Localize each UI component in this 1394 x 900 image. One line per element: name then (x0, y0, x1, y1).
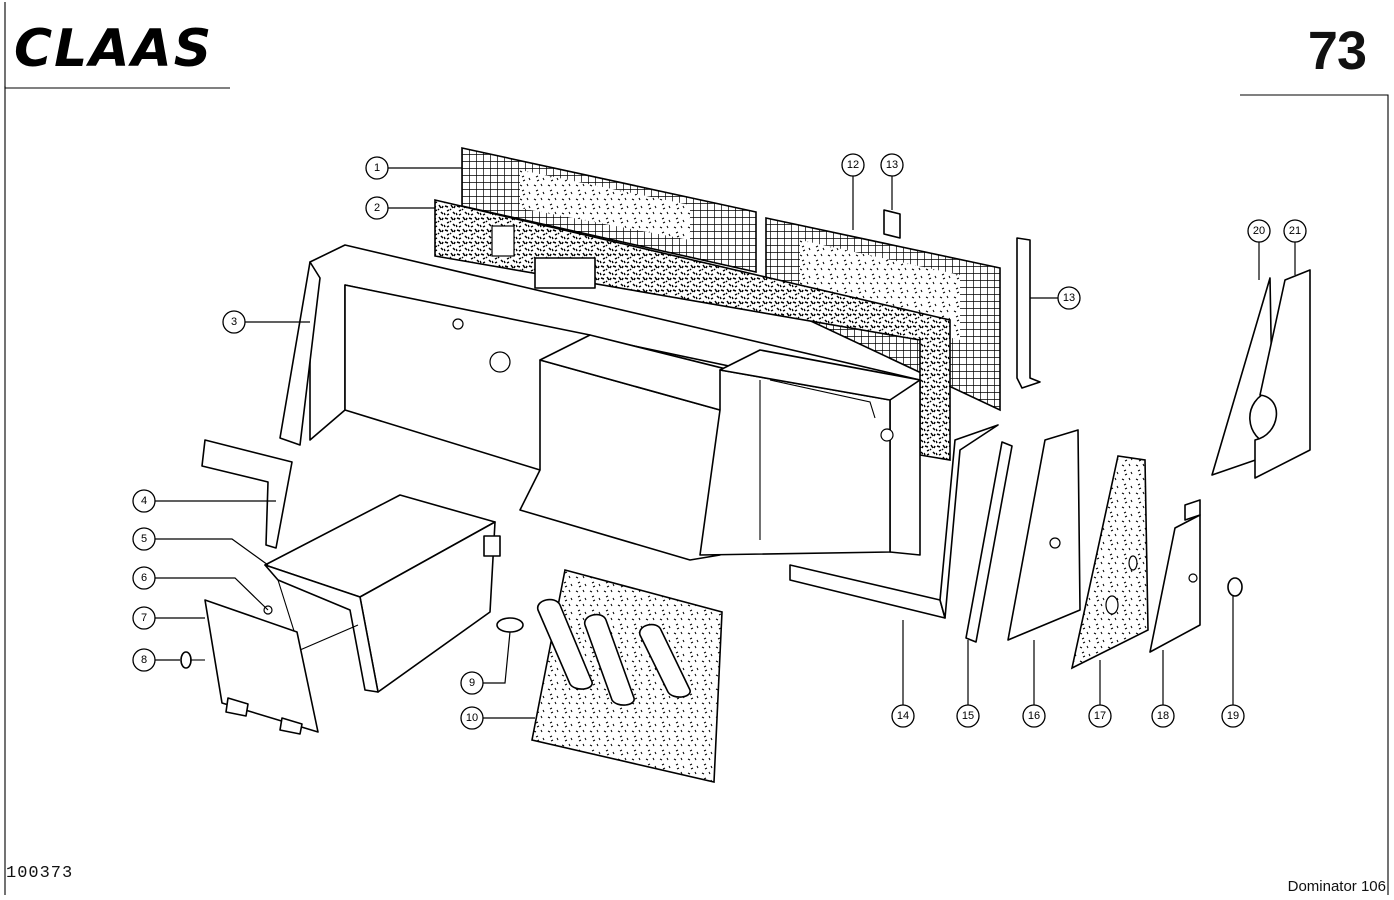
svg-text:13: 13 (886, 159, 898, 171)
part-19-grommet (1227, 577, 1243, 597)
callout-7: 7 (132, 606, 156, 630)
part-18-bracket-plate (1149, 499, 1201, 653)
part-10-foam-mat-with-tubes (531, 569, 723, 783)
part-13-bracket-vertical (1016, 237, 1041, 389)
part-15-sealing-strip (965, 441, 1013, 643)
callout-13-top: 13 (880, 153, 904, 177)
part-13-bracket-top (883, 209, 901, 239)
svg-text:19: 19 (1227, 710, 1239, 722)
svg-text:12: 12 (847, 159, 859, 171)
callout-14: 14 (891, 704, 915, 728)
drawing-number: 100373 (6, 864, 74, 883)
part-5-lower-cover (264, 494, 501, 693)
callout-3: 3 (222, 310, 246, 334)
svg-text:16: 16 (1028, 710, 1040, 722)
part-4-deflector-plate (201, 439, 293, 549)
callout-19: 19 (1221, 704, 1245, 728)
svg-text:18: 18 (1157, 710, 1169, 722)
callout-5: 5 (132, 527, 156, 551)
part-17-foam-side-insert (1070, 455, 1149, 670)
svg-text:7: 7 (141, 612, 147, 624)
brand-logo: CLAAS (14, 19, 213, 79)
part-9-clamp-ring (496, 617, 524, 633)
svg-text:17: 17 (1094, 710, 1106, 722)
part-3-hood-housing (279, 244, 921, 561)
svg-text:1: 1 (374, 162, 380, 174)
callout-16: 16 (1022, 704, 1046, 728)
svg-text:10: 10 (466, 712, 478, 724)
callout-1: 1 (365, 156, 389, 180)
callout-10: 10 (460, 706, 484, 730)
callout-20: 20 (1247, 219, 1271, 243)
svg-text:20: 20 (1253, 225, 1265, 237)
callout-18: 18 (1151, 704, 1175, 728)
callout-15: 15 (956, 704, 980, 728)
svg-text:15: 15 (962, 710, 974, 722)
svg-text:5: 5 (141, 533, 147, 545)
part-14-angle-strip (789, 424, 999, 619)
callout-21: 21 (1283, 219, 1307, 243)
callout-12: 12 (841, 153, 865, 177)
svg-text:13: 13 (1063, 292, 1075, 304)
frame-rules (4, 2, 1389, 895)
callout-8: 8 (132, 648, 156, 672)
svg-text:3: 3 (231, 316, 237, 328)
svg-text:6: 6 (141, 572, 147, 584)
svg-text:21: 21 (1289, 225, 1301, 237)
callout-9: 9 (460, 671, 484, 695)
leader-lines (155, 167, 1296, 719)
callout-17: 17 (1088, 704, 1112, 728)
model-name: Dominator 106 (1287, 878, 1386, 895)
part-8-wing-screw (180, 651, 205, 669)
svg-text:9: 9 (469, 677, 475, 689)
brand-wordmark: CLAAS (14, 19, 213, 79)
part-7-access-panel (204, 599, 319, 735)
callout-13-vertical: 13 (1057, 286, 1081, 310)
callout-6: 6 (132, 566, 156, 590)
svg-text:2: 2 (374, 202, 380, 214)
page-number: 73 (1307, 21, 1367, 81)
svg-text:14: 14 (897, 710, 909, 722)
svg-text:4: 4 (141, 495, 147, 507)
part-16-side-plate (1007, 429, 1081, 641)
part-1-mesh-screen (461, 147, 757, 273)
callout-4: 4 (132, 489, 156, 513)
svg-text:8: 8 (141, 654, 147, 666)
callout-2: 2 (365, 196, 389, 220)
part-21-profile-plate (1254, 269, 1311, 479)
